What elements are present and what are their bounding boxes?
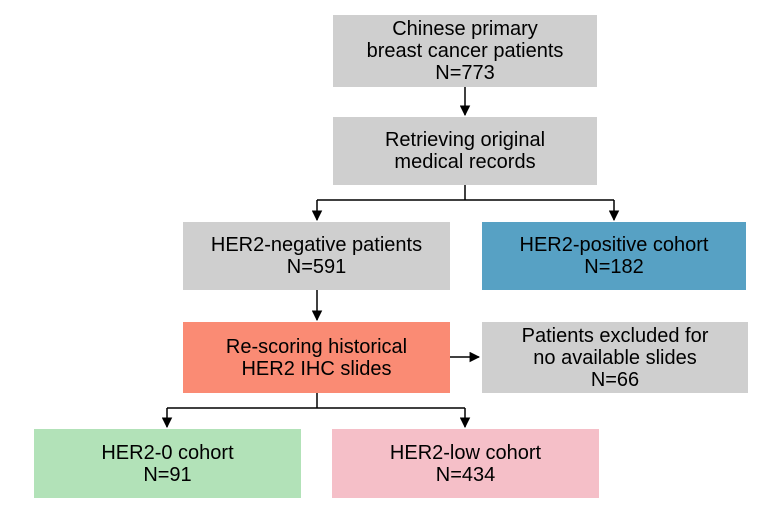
node-excluded-line-2: no available slides — [533, 346, 697, 369]
node-rescoring-slides: Re-scoring historical HER2 IHC slides — [183, 322, 450, 393]
node-excluded-line-3: N=66 — [590, 368, 640, 391]
node-her2-negative-line-2: N=591 — [286, 256, 347, 278]
node-retrieving-line-2: medical records — [394, 151, 536, 173]
node-her2-low-cohort: HER2-low cohort N=434 — [332, 429, 599, 498]
node-patients-line-2: breast cancer patients — [366, 40, 564, 62]
node-her2-low-line-2: N=434 — [435, 463, 496, 486]
node-her2-negative: HER2-negative patients N=591 — [183, 222, 450, 290]
node-retrieving-records: Retrieving original medical records — [333, 117, 597, 185]
node-patients: Chinese primary breast cancer patients N… — [333, 15, 597, 87]
node-retrieving-line-1: Retrieving original — [384, 129, 546, 151]
node-her2-zero-cohort: HER2-0 cohort N=91 — [34, 429, 301, 498]
node-her2-zero-line-2: N=91 — [143, 463, 192, 486]
node-excluded-line-1: Patients excluded for — [521, 324, 709, 347]
node-rescoring-line-1: Re-scoring historical — [225, 335, 408, 358]
node-her2-zero-line-1: HER2-0 cohort — [101, 441, 234, 464]
node-rescoring-line-2: HER2 IHC slides — [241, 357, 392, 380]
node-her2-positive-cohort: HER2-positive cohort N=182 — [482, 222, 746, 290]
node-patients-line-3: N=773 — [435, 62, 495, 84]
node-her2-positive-line-2: N=182 — [584, 256, 644, 278]
node-patients-excluded: Patients excluded for no available slide… — [482, 322, 748, 393]
node-her2-positive-line-1: HER2-positive cohort — [519, 234, 709, 256]
node-patients-line-1: Chinese primary — [392, 18, 538, 40]
node-her2-low-line-1: HER2-low cohort — [389, 441, 542, 464]
node-her2-negative-line-1: HER2-negative patients — [210, 234, 423, 256]
